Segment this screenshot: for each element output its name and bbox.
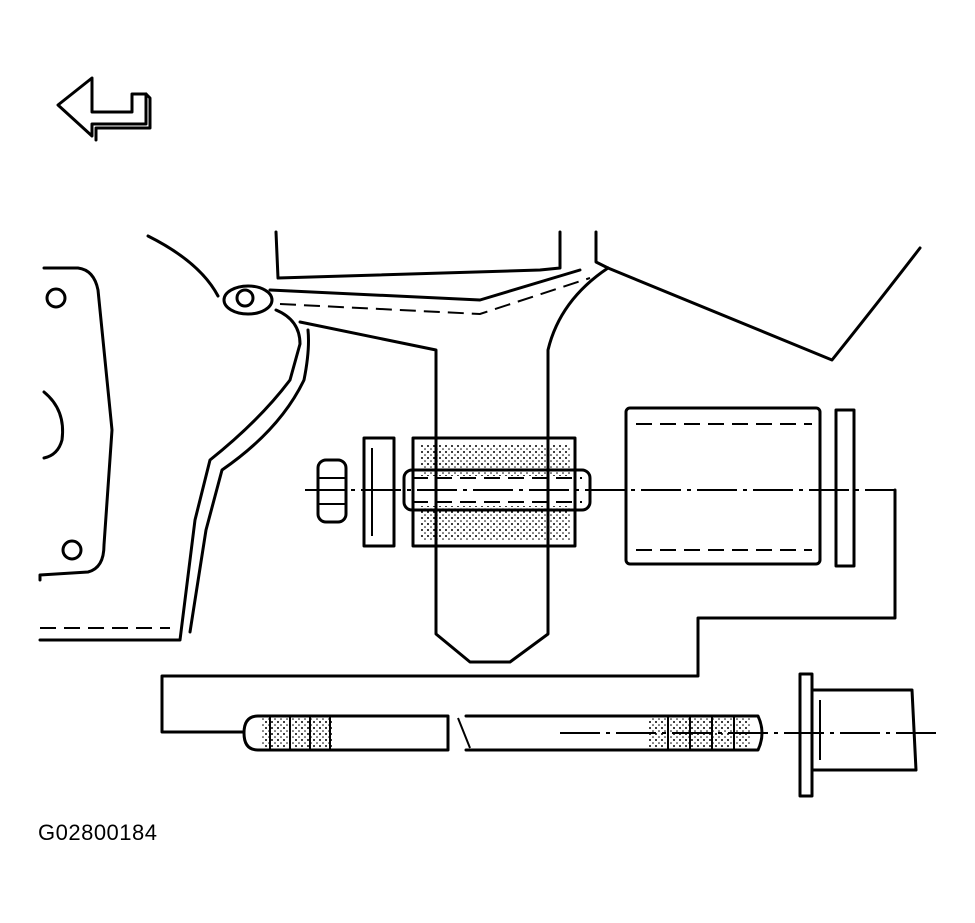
mounting-flange <box>38 266 114 582</box>
nut <box>316 458 348 524</box>
figure-id-label: G02800184 <box>38 820 158 845</box>
return-arrow-icon <box>56 76 152 142</box>
bushing <box>402 436 592 548</box>
suspension-arm <box>38 230 922 664</box>
washer <box>362 436 396 548</box>
bolt <box>242 672 940 798</box>
leader-line <box>160 488 897 734</box>
sleeve <box>624 406 856 568</box>
